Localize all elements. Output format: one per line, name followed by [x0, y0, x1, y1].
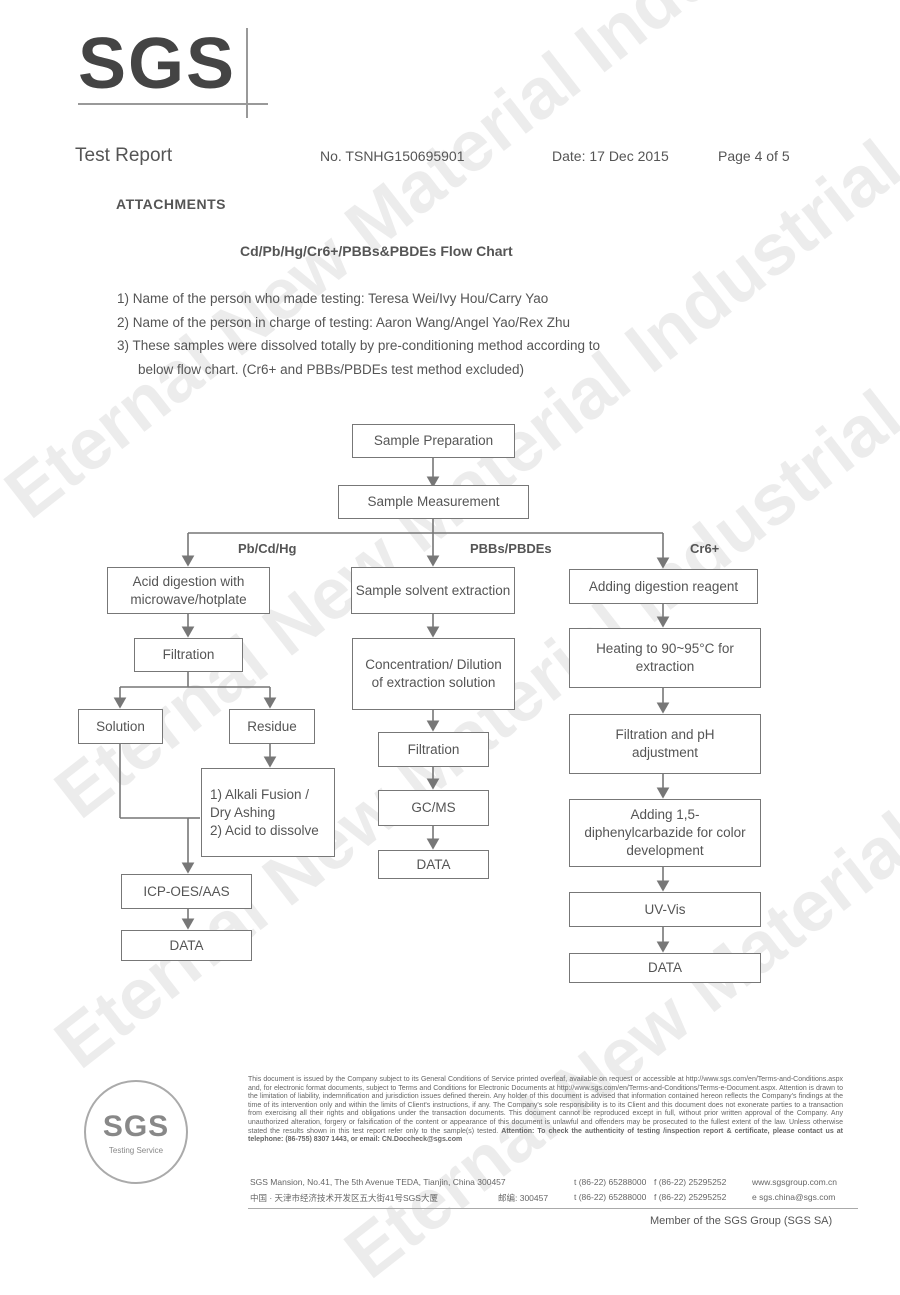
branch-label-cr6: Cr6+ — [690, 541, 720, 556]
sgs-group-member: Member of the SGS Group (SGS SA) — [650, 1215, 833, 1227]
note-2: 2) Name of the person in charge of testi… — [117, 315, 571, 330]
address-chinese: 中国 · 天津市经济技术开发区五大街41号SGS大厦 — [250, 1193, 438, 1203]
authenticity-notice: Attention: To check the authenticity of … — [248, 1127, 844, 1144]
flowchart-connectors — [113, 458, 670, 953]
telephone-2: t (86-22) 65288000 — [574, 1192, 647, 1202]
flow-chart-title: Cd/Pb/Hg/Cr6+/PBBs&PBDEs Flow Chart — [240, 243, 513, 259]
footer-disclaimer: This document is issued by the Company s… — [248, 1076, 843, 1145]
seal-logo: SGS — [102, 1109, 170, 1143]
fax-1: f (86-22) 25295252 — [654, 1177, 727, 1187]
box-gc-ms: GC/MS — [378, 790, 489, 826]
box-digestion-reagent: Adding digestion reagent — [569, 569, 758, 604]
seal-text: Testing Service — [108, 1145, 164, 1155]
address-english: SGS Mansion, No.41, The 5th Avenue TEDA,… — [250, 1177, 506, 1187]
website: www.sgsgroup.com.cn — [752, 1177, 838, 1187]
report-number: No. TSNHG150695901 — [320, 148, 465, 164]
box-middle-data: DATA — [378, 850, 489, 879]
note-3-continued: below flow chart. (Cr6+ and PBBs/PBDEs t… — [138, 362, 525, 377]
attachments-heading: ATTACHMENTS — [116, 196, 226, 212]
box-sample-measurement: Sample Measurement — [338, 485, 529, 519]
box-left-data: DATA — [121, 930, 252, 961]
note-3: 3) These samples were dissolved totally … — [117, 338, 601, 353]
report-title: Test Report — [75, 145, 173, 166]
box-middle-filtration: Filtration — [378, 732, 489, 767]
box-diphenylcarbazide: Adding 1,5-diphenylcarbazide for color d… — [569, 799, 761, 867]
page-number: Page 4 of 5 — [718, 148, 790, 164]
note-1: 1) Name of the person who made testing: … — [117, 291, 549, 306]
box-sample-preparation: Sample Preparation — [352, 424, 515, 458]
box-right-data: DATA — [569, 953, 761, 983]
box-icp-oes-aas: ICP-OES/AAS — [121, 874, 252, 909]
box-residue: Residue — [229, 709, 315, 744]
fax-2: f (86-22) 25295252 — [654, 1192, 727, 1202]
postcode: 邮编: 300457 — [498, 1193, 549, 1203]
box-uv-vis: UV-Vis — [569, 892, 761, 927]
box-solution: Solution — [78, 709, 163, 744]
box-concentration-dilution: Concentration/ Dilution of extraction so… — [352, 638, 515, 710]
logo-divider — [246, 28, 248, 118]
report-date: Date: 17 Dec 2015 — [552, 148, 669, 164]
footer-rule — [248, 1208, 858, 1209]
disclaimer-text: This document is issued by the Company s… — [248, 1076, 843, 1135]
branch-label-pb-cd-hg: Pb/Cd/Hg — [238, 541, 297, 556]
box-solvent-extraction: Sample solvent extraction — [351, 567, 515, 614]
email: e sgs.china@sgs.com — [752, 1192, 836, 1202]
sgs-logo: SGS — [78, 24, 237, 104]
telephone-1: t (86-22) 65288000 — [574, 1177, 647, 1187]
logo-rule — [78, 103, 268, 105]
box-left-filtration: Filtration — [134, 638, 243, 672]
branch-label-pbbs-pbdes: PBBs/PBDEs — [470, 541, 552, 556]
sgs-seal: SGS Testing Service — [84, 1080, 188, 1184]
box-heating-extraction: Heating to 90~95°C for extraction — [569, 628, 761, 688]
box-residue-treatment: 1) Alkali Fusion / Dry Ashing 2) Acid to… — [201, 768, 335, 857]
box-acid-digestion: Acid digestion with microwave/hotplate — [107, 567, 270, 614]
box-filtration-ph: Filtration and pH adjustment — [569, 714, 761, 774]
